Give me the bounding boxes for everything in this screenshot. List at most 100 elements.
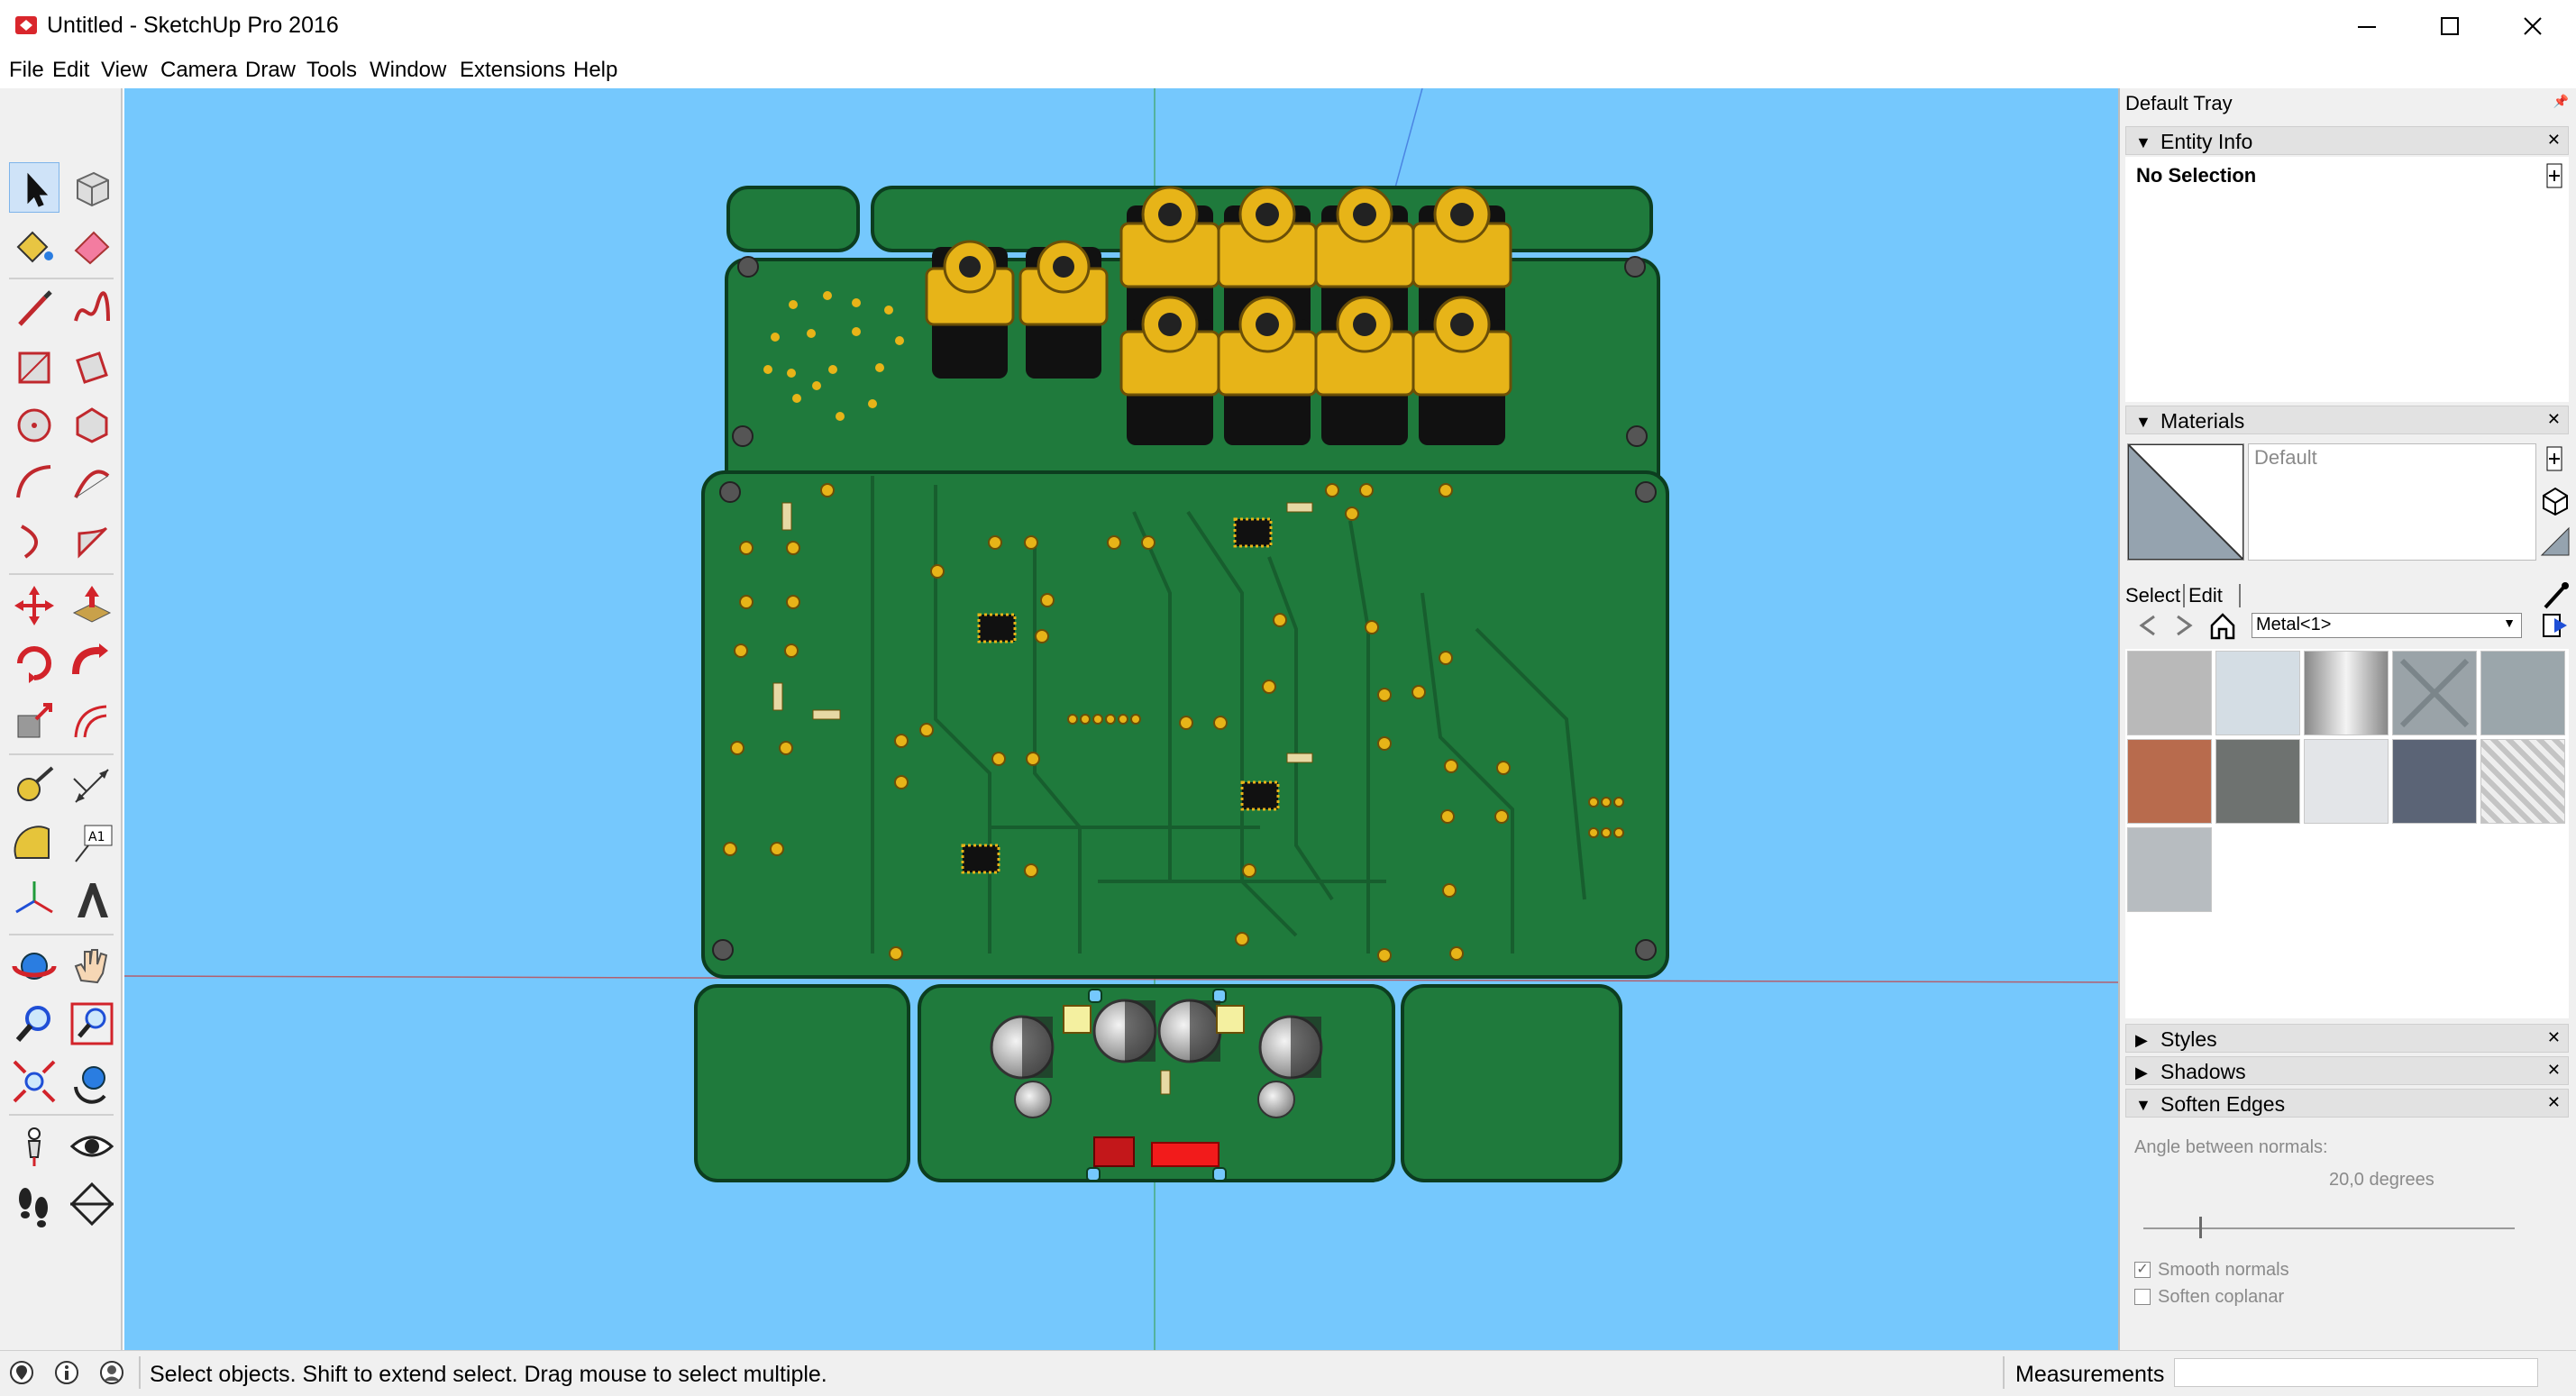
styles-header[interactable]: ▶ Styles ✕ xyxy=(2125,1024,2569,1053)
previous-view-tool[interactable] xyxy=(67,1056,117,1107)
shadows-header[interactable]: ▶ Shadows ✕ xyxy=(2125,1056,2569,1085)
soften-edges-header[interactable]: ▼ Soften Edges ✕ xyxy=(2125,1089,2569,1118)
geo-location-icon[interactable] xyxy=(9,1360,34,1385)
paint-bucket-tool[interactable] xyxy=(9,220,59,270)
expand-details-icon[interactable] xyxy=(2545,162,2563,189)
line-tool[interactable] xyxy=(9,285,59,335)
angle-slider-track[interactable] xyxy=(2143,1217,2515,1238)
section-plane-tool[interactable] xyxy=(67,1179,117,1229)
eraser-tool[interactable] xyxy=(67,220,117,270)
back-arrow-icon[interactable] xyxy=(2134,613,2160,638)
model-viewport[interactable] xyxy=(124,88,2118,1350)
pan-tool[interactable] xyxy=(67,941,117,991)
axes-tool[interactable] xyxy=(9,876,59,926)
three-point-arc-tool[interactable] xyxy=(9,516,59,566)
close-panel-icon[interactable]: ✕ xyxy=(2546,1061,2561,1079)
menu-edit[interactable]: Edit xyxy=(52,58,90,82)
svg-text:A1: A1 xyxy=(88,830,105,844)
pie-tool[interactable] xyxy=(67,516,117,566)
walk-tool[interactable] xyxy=(9,1179,59,1229)
menu-help[interactable]: Help xyxy=(573,58,618,82)
details-arrow-icon[interactable] xyxy=(2542,611,2571,640)
default-material-icon[interactable] xyxy=(2540,526,2571,557)
entity-info-header[interactable]: ▼ Entity Info ✕ xyxy=(2125,126,2569,155)
rectangle-tool[interactable] xyxy=(9,342,59,393)
position-camera-tool[interactable] xyxy=(9,1121,59,1172)
material-swatch[interactable] xyxy=(2480,739,2565,824)
material-swatch[interactable] xyxy=(2127,651,2212,735)
collapse-triangle-icon: ▼ xyxy=(2135,413,2151,431)
push-pull-tool[interactable] xyxy=(67,580,117,631)
tray-pin-icon[interactable]: 📌 xyxy=(2553,94,2569,108)
angle-slider-thumb[interactable] xyxy=(2199,1217,2202,1238)
library-dropdown[interactable]: Metal<1> ▼ xyxy=(2252,613,2522,638)
create-material-icon[interactable] xyxy=(2544,445,2567,476)
menu-tools[interactable]: Tools xyxy=(306,58,358,82)
protractor-tool[interactable] xyxy=(9,818,59,869)
pencil-icon xyxy=(18,290,52,326)
polygon-tool[interactable] xyxy=(67,400,117,451)
menu-camera[interactable]: Camera xyxy=(160,58,238,82)
rotate-tool[interactable] xyxy=(9,638,59,689)
close-panel-icon[interactable]: ✕ xyxy=(2546,410,2561,428)
tab-select[interactable]: Select xyxy=(2125,584,2181,607)
follow-me-tool[interactable] xyxy=(67,638,117,689)
menu-draw[interactable]: Draw xyxy=(245,58,297,82)
move-tool[interactable] xyxy=(9,580,59,631)
select-tool[interactable] xyxy=(9,162,59,213)
maximize-button[interactable] xyxy=(2408,0,2491,52)
scale-tool[interactable] xyxy=(9,696,59,746)
material-swatch[interactable] xyxy=(2215,651,2300,735)
material-name-field[interactable]: Default xyxy=(2248,443,2536,561)
circle-tool[interactable] xyxy=(9,400,59,451)
smooth-normals-checkbox[interactable]: ✓ xyxy=(2134,1262,2151,1278)
credits-info-icon[interactable] xyxy=(54,1360,79,1385)
two-point-arc-tool[interactable] xyxy=(67,458,117,508)
pcb-left-pad-board[interactable] xyxy=(694,984,910,1182)
3d-text-tool[interactable] xyxy=(67,876,117,926)
material-swatch[interactable] xyxy=(2392,651,2477,735)
tab-edit[interactable]: Edit xyxy=(2188,584,2223,607)
offset-icon xyxy=(74,705,107,738)
zoom-tool[interactable] xyxy=(9,999,59,1049)
tape-measure-tool[interactable] xyxy=(9,761,59,811)
look-around-tool[interactable] xyxy=(67,1121,117,1172)
freehand-tool[interactable] xyxy=(67,285,117,335)
menu-window[interactable]: Window xyxy=(370,58,447,82)
soften-coplanar-checkbox[interactable] xyxy=(2134,1289,2151,1305)
material-swatch[interactable] xyxy=(2127,827,2212,912)
close-panel-icon[interactable]: ✕ xyxy=(2546,1028,2561,1046)
user-account-icon[interactable] xyxy=(99,1360,124,1385)
component-tool[interactable] xyxy=(67,162,117,213)
material-swatch[interactable] xyxy=(2480,651,2565,735)
arc-tool[interactable] xyxy=(9,458,59,508)
material-cube-icon[interactable] xyxy=(2540,485,2571,516)
material-swatch[interactable] xyxy=(2127,739,2212,824)
rotated-rectangle-tool[interactable] xyxy=(67,342,117,393)
offset-tool[interactable] xyxy=(67,696,117,746)
text-tool[interactable]: A1 xyxy=(67,818,117,869)
dimension-tool[interactable] xyxy=(67,761,117,811)
sample-paint-eyedropper-icon[interactable] xyxy=(2540,580,2571,611)
materials-header[interactable]: ▼ Materials ✕ xyxy=(2125,406,2569,434)
close-button[interactable] xyxy=(2491,0,2574,52)
material-swatch[interactable] xyxy=(2304,651,2389,735)
home-icon[interactable] xyxy=(2208,611,2237,640)
menu-extensions[interactable]: Extensions xyxy=(460,58,566,82)
measurements-input[interactable] xyxy=(2174,1358,2538,1387)
orbit-tool[interactable] xyxy=(9,941,59,991)
pcb-right-pad-board[interactable] xyxy=(1401,984,1622,1182)
zoom-window-tool[interactable] xyxy=(67,999,117,1049)
material-swatch[interactable] xyxy=(2392,739,2477,824)
close-panel-icon[interactable]: ✕ xyxy=(2546,131,2561,149)
material-swatch[interactable] xyxy=(2304,739,2389,824)
minimize-button[interactable] xyxy=(2325,0,2408,52)
material-swatch[interactable] xyxy=(2215,739,2300,824)
zoom-extents-tool[interactable] xyxy=(9,1056,59,1107)
forward-arrow-icon[interactable] xyxy=(2172,613,2197,638)
menu-file[interactable]: File xyxy=(9,58,44,82)
zoom-window-icon xyxy=(70,1002,114,1045)
dimension-icon xyxy=(73,769,109,803)
close-panel-icon[interactable]: ✕ xyxy=(2546,1093,2561,1111)
menu-view[interactable]: View xyxy=(101,58,148,82)
